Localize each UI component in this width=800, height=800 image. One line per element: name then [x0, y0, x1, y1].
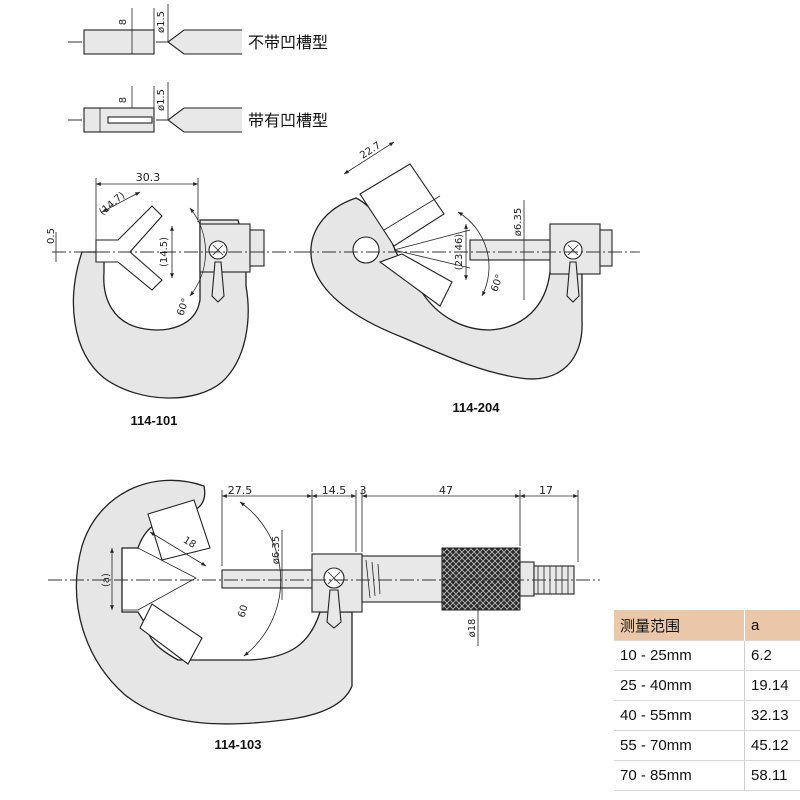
dim-len2-label: 14.5	[322, 484, 347, 497]
dim-spindle-label-3: ø6.35	[271, 536, 282, 564]
micrometer-114-103: 27.5 14.5 3 47 17 (a) 18 60 ø6.35 ø18 11…	[48, 479, 600, 752]
frame-shape-3	[75, 479, 353, 725]
micrometer-114-101: 30.3 (14.7) 0.5 (14.5) 60° 114-101	[46, 171, 300, 428]
dim-len1-label: 27.5	[228, 484, 253, 497]
groove-shape	[107, 116, 153, 124]
dim-len3-label: 3	[360, 484, 367, 497]
dim-width-label-2: 8	[118, 97, 129, 103]
thimble-knurl-shape	[441, 547, 521, 611]
anvil-lower-shape-3	[139, 603, 203, 665]
a-value-cell: 32.13	[744, 700, 800, 731]
dim-len4-label: 47	[439, 484, 453, 497]
table-row: 10 - 25mm 6.2	[614, 640, 800, 671]
measuring-range-table: 测量范围 a 10 - 25mm 6.2 25 - 40mm 19.14 40 …	[614, 610, 800, 791]
a-value-cell: 6.2	[744, 640, 800, 671]
dim-angle-label: 60°	[175, 297, 191, 317]
spindle-tip-shape-2	[167, 107, 242, 133]
dim-angle-label-3: 60	[237, 604, 251, 619]
range-cell: 55 - 70mm	[614, 730, 745, 761]
range-cell: 25 - 40mm	[614, 670, 745, 701]
spindle-shape	[469, 239, 551, 261]
legend-without-groove-label: 不带凹槽型	[248, 33, 328, 52]
legend-with-groove-label: 带有凹槽型	[248, 111, 328, 130]
dim-tip-label: ø1.5	[156, 11, 167, 33]
table-row: 55 - 70mm 45.12	[614, 730, 800, 761]
dim-a-label: (a)	[101, 573, 112, 587]
frame-hole-shape	[352, 236, 380, 264]
dim-width-label: 8	[118, 19, 129, 25]
dim-len5-label: 17	[539, 484, 553, 497]
a-value-cell: 45.12	[744, 730, 800, 761]
clamp-lever-shape-2	[566, 261, 580, 303]
table-row: 40 - 55mm 32.13	[614, 700, 800, 731]
anvil-plain-shape	[83, 29, 155, 55]
legend-without-groove: 8 ø1.5 不带凹槽型	[68, 4, 328, 55]
anvil-upper-shape	[359, 163, 445, 247]
micrometer-114-204: 22.7 (23.46) ø6.35 60° 114-204	[300, 140, 640, 415]
table-header-row: 测量范围 a	[614, 610, 800, 641]
model-114-204-label: 114-204	[453, 400, 501, 415]
range-cell: 10 - 25mm	[614, 640, 745, 671]
dim-height-label: (14.5)	[159, 237, 170, 267]
spindle-shape-3	[221, 569, 313, 589]
header-a: a	[744, 610, 800, 641]
dim-angle-label-2: 60°	[489, 273, 505, 293]
model-114-101-label: 114-101	[131, 413, 178, 428]
a-value-cell: 19.14	[744, 670, 800, 701]
dim-overall-label: 30.3	[136, 171, 161, 184]
header-range: 测量范围	[614, 610, 745, 641]
anvil-lower-shape	[378, 253, 453, 307]
anvil-shape	[95, 205, 163, 291]
dim-spindle-label: ø6.35	[513, 208, 524, 236]
table-row: 25 - 40mm 19.14	[614, 670, 800, 701]
range-cell: 70 - 85mm	[614, 760, 745, 791]
table-row: 70 - 85mm 58.11	[614, 760, 800, 791]
spindle-tip-shape	[167, 29, 242, 55]
range-cell: 40 - 55mm	[614, 700, 745, 731]
dim-tip-label-2: ø1.5	[156, 89, 167, 111]
dim-gap-label: 0.5	[46, 228, 57, 244]
a-value-cell: 58.11	[744, 760, 800, 791]
sleeve-shape	[361, 555, 443, 603]
model-114-103-label: 114-103	[215, 737, 262, 752]
dim-face-label-2: 22.7	[358, 140, 383, 161]
legend-with-groove: 8 ø1.5 带有凹槽型	[68, 82, 328, 133]
dim-height-label-2: (23.46)	[454, 234, 465, 271]
clamp-lever-shape-3	[326, 589, 342, 629]
clamp-lever-shape	[211, 261, 225, 303]
dim-sleeve-label: ø18	[467, 619, 478, 638]
dim-face-label: (14.7)	[97, 190, 127, 218]
